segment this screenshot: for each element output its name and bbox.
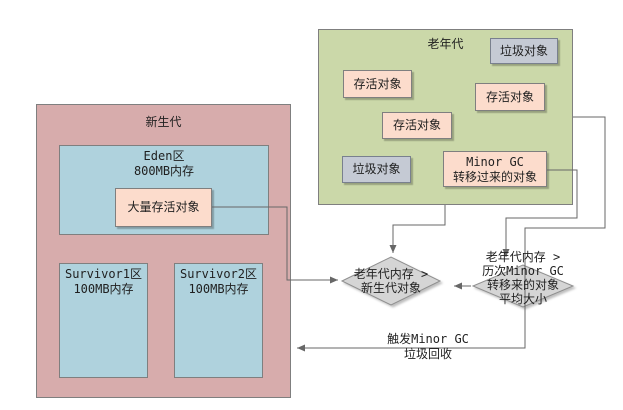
minor-gc-label: Minor GC: [466, 155, 524, 169]
minor-gc-transferred-object-box: Minor GC 转移过来的对象: [443, 151, 547, 187]
decision-old-vs-young-label: 老年代内存 > 新生代对象: [353, 267, 429, 295]
decision-old-vs-avg-promotion-label: 老年代内存 > 历次Minor GC 转移来的对象 平均大小: [482, 250, 564, 306]
alive-object-box-right: 存活对象: [475, 83, 545, 111]
survivor2-box: Survivor2区 100MB内存: [174, 263, 263, 378]
young-gen-title: 新生代: [145, 115, 182, 129]
survivor1-box: Survivor1区 100MB内存: [59, 263, 148, 378]
eden-memory-size: 800MB内存: [133, 164, 195, 178]
garbage-object-box-bottom: 垃圾对象: [342, 156, 411, 183]
survivor2-memory-size: 100MB内存: [188, 282, 249, 296]
survivor1-title: Survivor1区: [64, 267, 143, 281]
alive-object-box-left: 存活对象: [343, 70, 412, 98]
alive-object-box-middle: 存活对象: [382, 112, 452, 139]
minor-gc-transferred-label: 转移过来的对象: [452, 170, 537, 184]
survivor2-title: Survivor2区: [179, 267, 258, 281]
trigger-minor-gc-label: 触发Minor GC 垃圾回收: [387, 332, 469, 361]
eden-large-alive-object-box: 大量存活对象: [115, 188, 212, 227]
survivor1-memory-size: 100MB内存: [73, 282, 134, 296]
connector-old-gen-to-left-decision: [389, 205, 446, 253]
eden-title: Eden区: [143, 149, 185, 163]
garbage-object-box-top: 垃圾对象: [490, 38, 558, 64]
old-gen-title: 老年代: [427, 37, 464, 51]
